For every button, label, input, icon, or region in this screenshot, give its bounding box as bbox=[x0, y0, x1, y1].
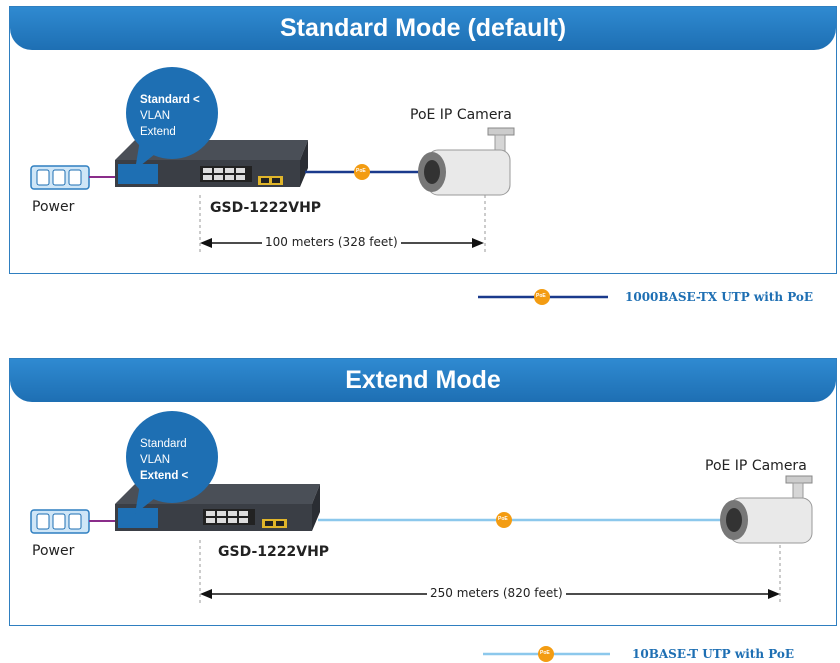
power-label: Power bbox=[32, 199, 75, 215]
poe-icon bbox=[354, 164, 370, 180]
distance-label-2: 250 meters (820 feet) bbox=[427, 586, 566, 600]
ip-camera-icon-2 bbox=[720, 475, 813, 544]
legend-poe-badge: PoE bbox=[536, 293, 546, 299]
mode-bubble-icon bbox=[126, 67, 218, 170]
poe-badge: PoE bbox=[356, 168, 366, 174]
ip-camera-icon bbox=[418, 127, 515, 196]
switch-model: GSD-1222VHP bbox=[210, 200, 322, 216]
legend-extend: 10BASE-T UTP with PoE bbox=[632, 647, 795, 661]
menu-extend: Extend bbox=[140, 126, 176, 138]
menu-standard: Standard < bbox=[140, 94, 200, 106]
mode-menu-2: Standard VLAN Extend < bbox=[140, 436, 210, 484]
camera-label-2: PoE IP Camera bbox=[705, 458, 807, 474]
distance-label: 100 meters (328 feet) bbox=[262, 235, 401, 249]
extend-mode-title: Extend Mode bbox=[10, 359, 836, 402]
legend-poe-icon bbox=[534, 289, 550, 305]
poe-badge-2: PoE bbox=[498, 516, 508, 522]
menu-vlan-2: VLAN bbox=[140, 454, 171, 466]
legend-poe-badge-2: PoE bbox=[540, 650, 550, 656]
mode-bubble-icon-2 bbox=[126, 411, 218, 514]
mode-menu: Standard < VLAN Extend bbox=[140, 92, 210, 140]
poe-icon-2 bbox=[496, 512, 512, 528]
switch-model-2: GSD-1222VHP bbox=[218, 544, 330, 560]
power-outlet-icon-2 bbox=[30, 509, 90, 534]
camera-label: PoE IP Camera bbox=[410, 107, 512, 123]
menu-vlan: VLAN bbox=[140, 110, 171, 122]
menu-standard-2: Standard bbox=[140, 438, 187, 450]
legend-standard: 1000BASE-TX UTP with PoE bbox=[625, 290, 814, 304]
power-label-2: Power bbox=[32, 543, 75, 559]
menu-extend-2: Extend < bbox=[140, 470, 189, 482]
standard-mode-title: Standard Mode (default) bbox=[10, 7, 836, 50]
